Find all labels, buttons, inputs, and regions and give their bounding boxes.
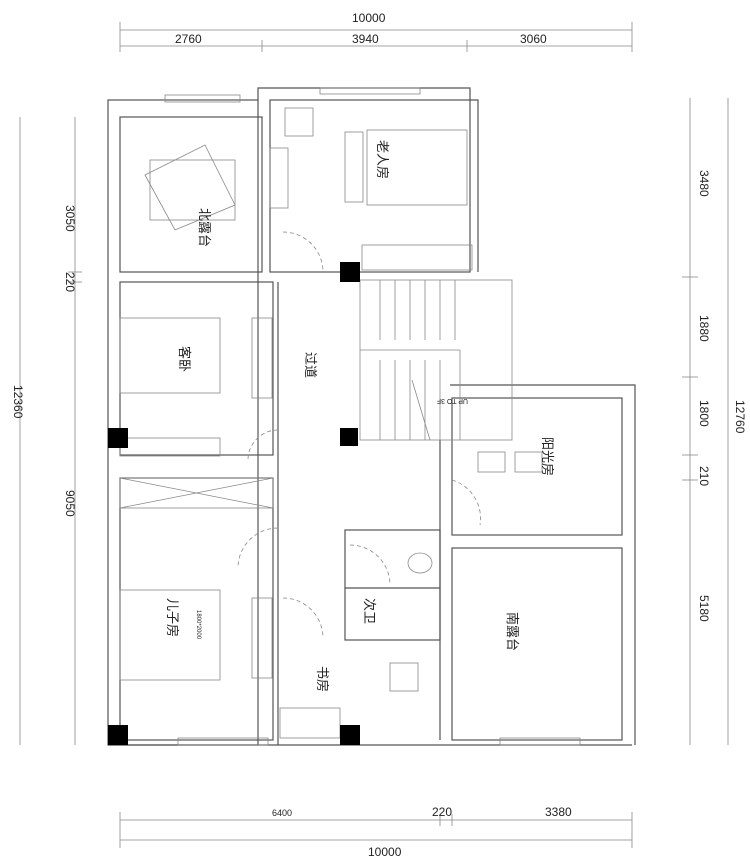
top-dim-3: 3060 [520,32,547,46]
study-chair [389,662,419,692]
right-dim-1: 3480 [697,170,711,197]
right-dim-4: 210 [697,466,711,486]
bed-size-label: 1800*2000 [195,610,201,640]
room-label-north-terrace: 北露台 [196,208,211,247]
bottom-total-dim: 10000 [368,845,402,859]
pillars [108,262,360,745]
right-dim-2: 1880 [697,315,711,342]
wardrobe [119,437,221,457]
left-dim-1: 3050 [63,205,77,232]
room-label-sun-room: 阳光房 [539,437,555,476]
bottom-dim-3: 3380 [545,805,572,819]
left-total-dim: 12360 [11,385,25,419]
toilet [407,552,433,574]
wardrobe [361,244,473,271]
left-dim-2: 220 [63,272,77,292]
room-label-second-bath: 次卫 [361,598,377,624]
room-label-elder-room: 老人房 [374,140,390,179]
top-dim-2: 3940 [352,32,379,46]
staircase: UP TO 3F [360,280,468,441]
room-label-son-room: 儿子房 [164,598,180,637]
left-dim-3: 9050 [63,490,77,517]
stairs-label: UP TO 3F [437,397,468,404]
son-bed [119,589,221,681]
terrace-table [149,159,236,221]
elder-bed [366,129,468,206]
sink [514,451,543,473]
room-label-corridor: 过道 [302,352,317,378]
bottom-dim-2: 220 [432,805,452,819]
right-dim-5: 5180 [697,595,711,622]
right-dimensions: 3480 1880 1800 210 5180 12760 [682,98,747,745]
guest-bed [119,317,221,394]
right-total-dim: 12760 [733,400,747,434]
wardrobe [279,707,341,739]
furniture: 1800*2000 [119,107,543,739]
top-dim-1: 2760 [175,32,202,46]
top-dimensions: 10000 2760 3940 3060 [119,11,633,52]
bottom-dimensions: 6400 220 3380 10000 [119,805,633,859]
sink [477,451,506,473]
room-label-study: 书房 [314,666,330,692]
bottom-dim-1: 6400 [272,808,292,818]
left-dimensions: 3050 220 9050 12360 [11,117,82,745]
doors[interactable] [237,231,481,639]
room-label-south-terrace: 南露台 [504,612,520,651]
right-dim-3: 1800 [697,400,711,427]
room-label-guest-room: 客卧 [176,346,192,372]
room-labels: 北露台 老人房 客卧 过道 阳光房 儿子房 次卫 书房 南露台 [164,140,555,692]
walls [107,87,636,746]
top-total-dim: 10000 [352,11,386,25]
